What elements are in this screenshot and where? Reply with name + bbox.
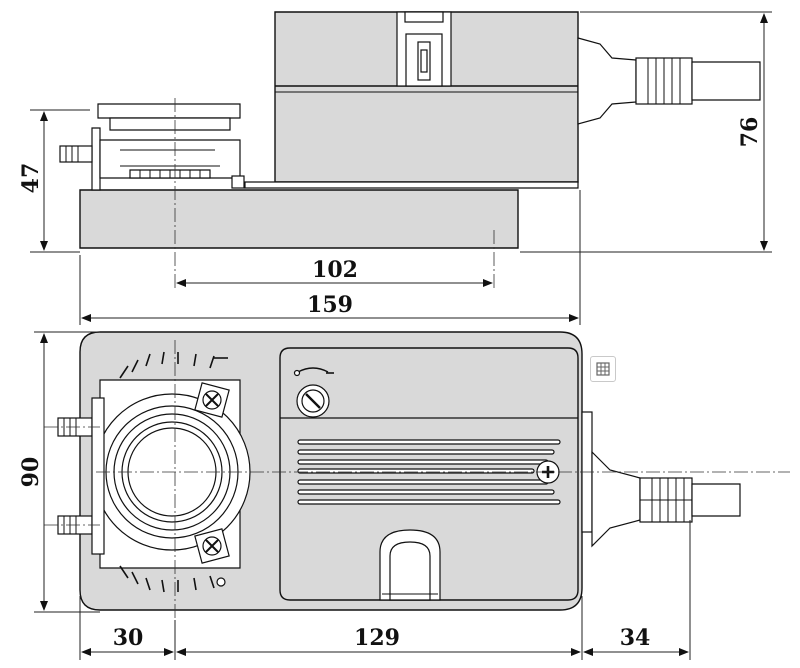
top-latch [396,11,452,87]
side-cable [577,37,761,125]
dim-102: 102 [312,257,358,283]
vent-slots [297,439,561,505]
dim-34: 34 [620,625,651,651]
side-base [79,189,519,249]
dim-30: 30 [113,625,144,651]
dim-90: 90 [18,457,44,488]
dim-76: 76 [737,117,763,148]
cover-panel [279,347,579,601]
side-clamp [59,103,245,191]
top-cable [591,450,741,548]
top-view [44,331,790,650]
table-grid-icon[interactable] [590,356,616,382]
side-view [59,11,761,290]
side-dimensions [30,11,772,325]
dim-47: 47 [18,163,44,194]
dim-129: 129 [354,625,400,651]
dim-159: 159 [307,292,353,318]
top-dimensions [34,331,691,660]
